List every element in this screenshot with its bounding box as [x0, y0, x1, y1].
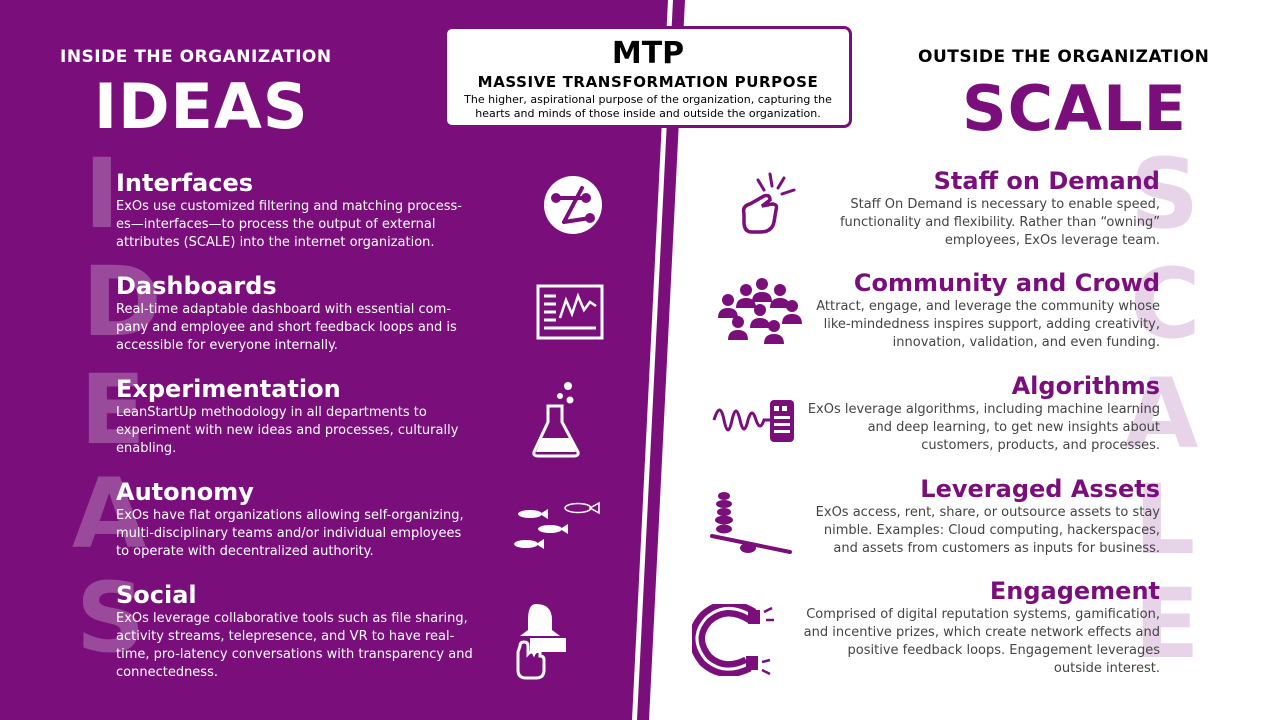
scale-item-text: Staff On Demand is necessary to enable s…: [839, 197, 1160, 249]
mtp-box: MTP MASSIVE TRANSFORMATION PURPOSE The h…: [444, 26, 852, 128]
ideas-item-title: Autonomy: [116, 478, 254, 506]
scale-item-title: Staff on Demand: [933, 167, 1160, 195]
watermark-letter: S: [1130, 138, 1200, 250]
scale-item-engagement: Engagement Comprised of digital reputati…: [800, 578, 1160, 678]
dashboard-icon: [536, 284, 604, 340]
left-eyebrow: INSIDE THE ORGANIZATION: [60, 47, 332, 67]
scale-item-text: ExOs leverage algorithms, including mach…: [807, 402, 1160, 454]
ideas-item-title: Social: [116, 581, 197, 609]
watermark-letter: D: [82, 246, 162, 358]
flask-icon: [532, 382, 580, 458]
scale-item-algorithms: Algorithms ExOs leverage algorithms, inc…: [800, 373, 1160, 455]
ideas-item-dashboards: Dashboards Real-time adaptable dashboard…: [116, 273, 476, 355]
scale-item-text: Comprised of digital reputation systems,…: [803, 607, 1160, 677]
scale-item-staff-on-demand: Staff on Demand Staff On Demand is neces…: [800, 168, 1160, 250]
scale-item-title: Community and Crowd: [853, 269, 1160, 297]
ideas-item-interfaces: Interfaces ExOs use customized filtering…: [116, 170, 476, 252]
watermark-letter: I: [84, 138, 120, 250]
scale-item-title: Algorithms: [1011, 372, 1160, 400]
ideas-item-text: ExOs have flat organizations allowing se…: [116, 508, 464, 560]
scale-item-leveraged-assets: Leveraged Assets ExOs access, rent, shar…: [800, 476, 1160, 558]
ideas-item-text: Real-time adaptable dashboard with essen…: [116, 302, 457, 354]
ideas-item-text: LeanStartUp methodology in all departmen…: [116, 405, 459, 457]
ideas-item-experimentation: Experimentation LeanStartUp methodology …: [116, 376, 476, 458]
watermark-letter: L: [1134, 464, 1196, 576]
lever-icon: [710, 492, 792, 554]
ideas-item-social: Social ExOs leverage collaborative tools…: [116, 582, 476, 682]
crowd-icon: [718, 278, 802, 344]
mtp-title: MTP: [611, 36, 685, 71]
ideas-item-title: Dashboards: [116, 272, 277, 300]
mtp-description: The higher, aspirational purpose of the …: [464, 93, 832, 120]
scale-item-title: Engagement: [989, 577, 1160, 605]
scale-item-title: Leveraged Assets: [920, 475, 1160, 503]
mtp-subtitle: MASSIVE TRANSFORMATION PURPOSE: [477, 73, 819, 91]
scale-item-text: ExOs access, rent, share, or outsource a…: [815, 505, 1160, 557]
snap-hand-icon: [741, 172, 796, 234]
watermark-letter: C: [1130, 248, 1201, 360]
scale-item-text: Attract, engage, and leverage the commun…: [816, 299, 1160, 351]
watermark-letter: A: [1124, 358, 1199, 470]
watermark-letter: E: [1134, 568, 1200, 680]
ideas-item-title: Interfaces: [116, 169, 254, 197]
magnet-icon: [692, 604, 774, 676]
interface-icon: [544, 176, 602, 234]
ideas-item-autonomy: Autonomy ExOs have flat organizations al…: [116, 479, 476, 561]
ideas-item-title: Experimentation: [116, 375, 341, 403]
scale-item-community-and-crowd: Community and Crowd Attract, engage, and…: [800, 270, 1160, 352]
right-eyebrow: OUTSIDE THE ORGANIZATION: [918, 47, 1210, 67]
ideas-item-text: ExOs leverage collaborative tools such a…: [116, 611, 473, 681]
algorithm-icon: [712, 400, 794, 442]
watermark-letter: E: [80, 354, 146, 466]
watermark-letter: S: [76, 562, 146, 674]
scale-title: SCALE: [962, 72, 1187, 145]
ideas-item-text: ExOs use customized filtering and matchi…: [116, 199, 462, 251]
ideas-title: IDEAS: [94, 70, 309, 143]
watermark-letter: A: [72, 458, 147, 570]
social-touch-icon: [516, 604, 566, 680]
fish-school-icon: [514, 501, 600, 549]
